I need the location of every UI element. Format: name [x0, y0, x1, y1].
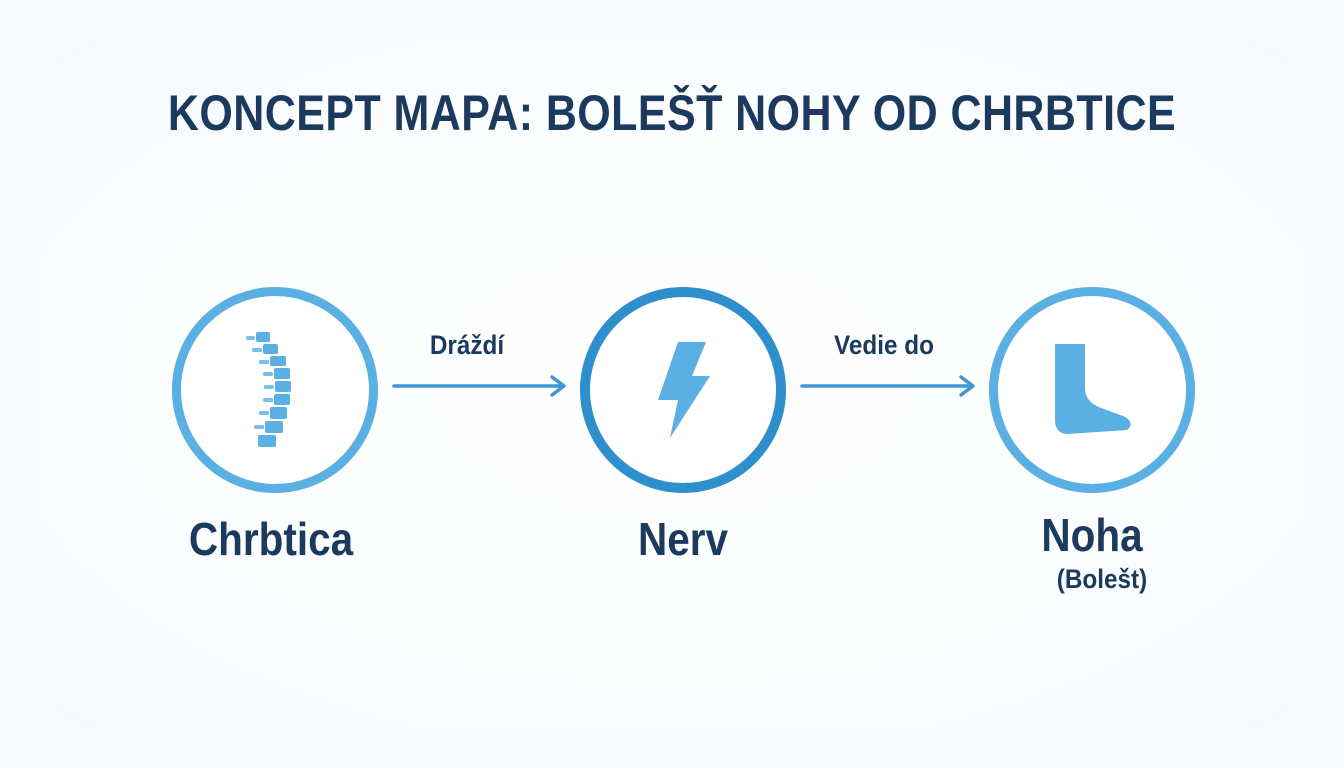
edge-label-irritates: Dráždí — [429, 330, 505, 360]
node-label-nerve: Nerv — [637, 513, 729, 565]
page-title: KONCEPT MAPA: BOLEŠŤ NOHY OD CHRBTICE — [167, 85, 1177, 141]
arrowhead-spine-to-nerve — [550, 375, 566, 397]
lightning-icon — [658, 342, 710, 438]
node-sublabel-leg: (Bolešt) — [1056, 564, 1148, 594]
node-label-leg: Noha — [1041, 509, 1143, 561]
arrowhead-nerve-to-leg — [959, 375, 975, 397]
node-label-spine: Chrbtica — [188, 513, 354, 565]
spine-icon — [246, 332, 291, 447]
leg-foot-icon — [1055, 344, 1131, 434]
node-spine-ring — [172, 287, 378, 493]
node-nerve-ring — [580, 287, 786, 493]
node-leg-ring — [989, 287, 1195, 493]
edge-label-leads-to: Vedie do — [834, 330, 934, 360]
